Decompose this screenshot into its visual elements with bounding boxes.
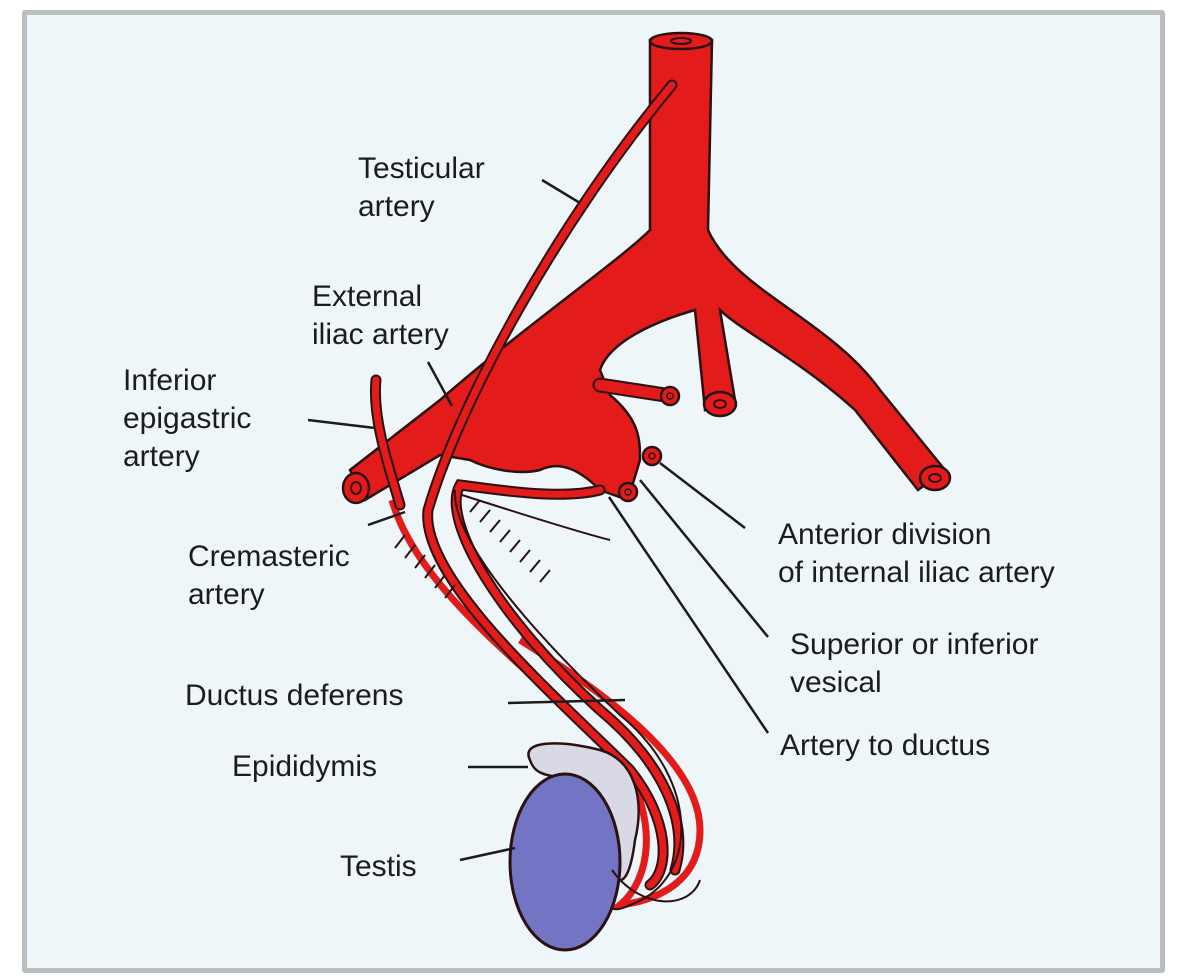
testis-leader: [460, 848, 515, 860]
cremasteric-artery-label: Cremasteric artery: [188, 538, 350, 614]
epididymis-label: Epididymis: [232, 748, 377, 786]
external-iliac-artery-label: External iliac artery: [312, 278, 449, 354]
testis-shape: [510, 774, 620, 950]
inferior-epigastric-label-line3: artery: [123, 438, 251, 476]
external-iliac-end: [343, 473, 369, 503]
aorta-opening: [650, 33, 712, 49]
vesical-label-line2: vesical: [790, 664, 1038, 702]
vesical-label-line1: Superior or inferior: [790, 626, 1038, 664]
ductus-deferens-label: Ductus deferens: [185, 677, 403, 715]
inferior-epigastric-label-line1: Inferior: [123, 362, 251, 400]
anterior-division-label: Anterior division of internal iliac arte…: [778, 516, 1055, 592]
anterior-division-label-line1: Anterior division: [778, 516, 1055, 554]
testicular-artery-label: Testicular artery: [358, 150, 485, 226]
inferior-epigastric-artery-label: Inferior epigastric artery: [123, 362, 251, 476]
testicular-label-line1: Testicular: [358, 150, 485, 188]
artery-to-ductus-label: Artery to ductus: [780, 727, 990, 765]
right-iliac-end: [920, 466, 950, 490]
anterior-division-label-line2: of internal iliac artery: [778, 554, 1055, 592]
external-iliac-label-line1: External: [312, 278, 449, 316]
artery-to-ductus-leader: [609, 497, 768, 733]
inferior-epigastric-label-line2: epigastric: [123, 400, 251, 438]
internal-iliac-end: [704, 392, 736, 416]
inferior-epigastric-leader: [308, 420, 375, 428]
cremasteric-label-line1: Cremasteric: [188, 538, 350, 576]
external-iliac-label-line2: iliac artery: [312, 316, 449, 354]
testicular-label-line2: artery: [358, 188, 485, 226]
testis-label: Testis: [340, 848, 417, 886]
vesical-leader: [640, 480, 768, 637]
testicular-leader: [542, 180, 580, 203]
anterior-branch-3: [619, 483, 637, 501]
cremasteric-label-line2: artery: [188, 576, 350, 614]
anterior-branch-2: [643, 447, 661, 465]
vesical-label: Superior or inferior vesical: [790, 626, 1038, 702]
